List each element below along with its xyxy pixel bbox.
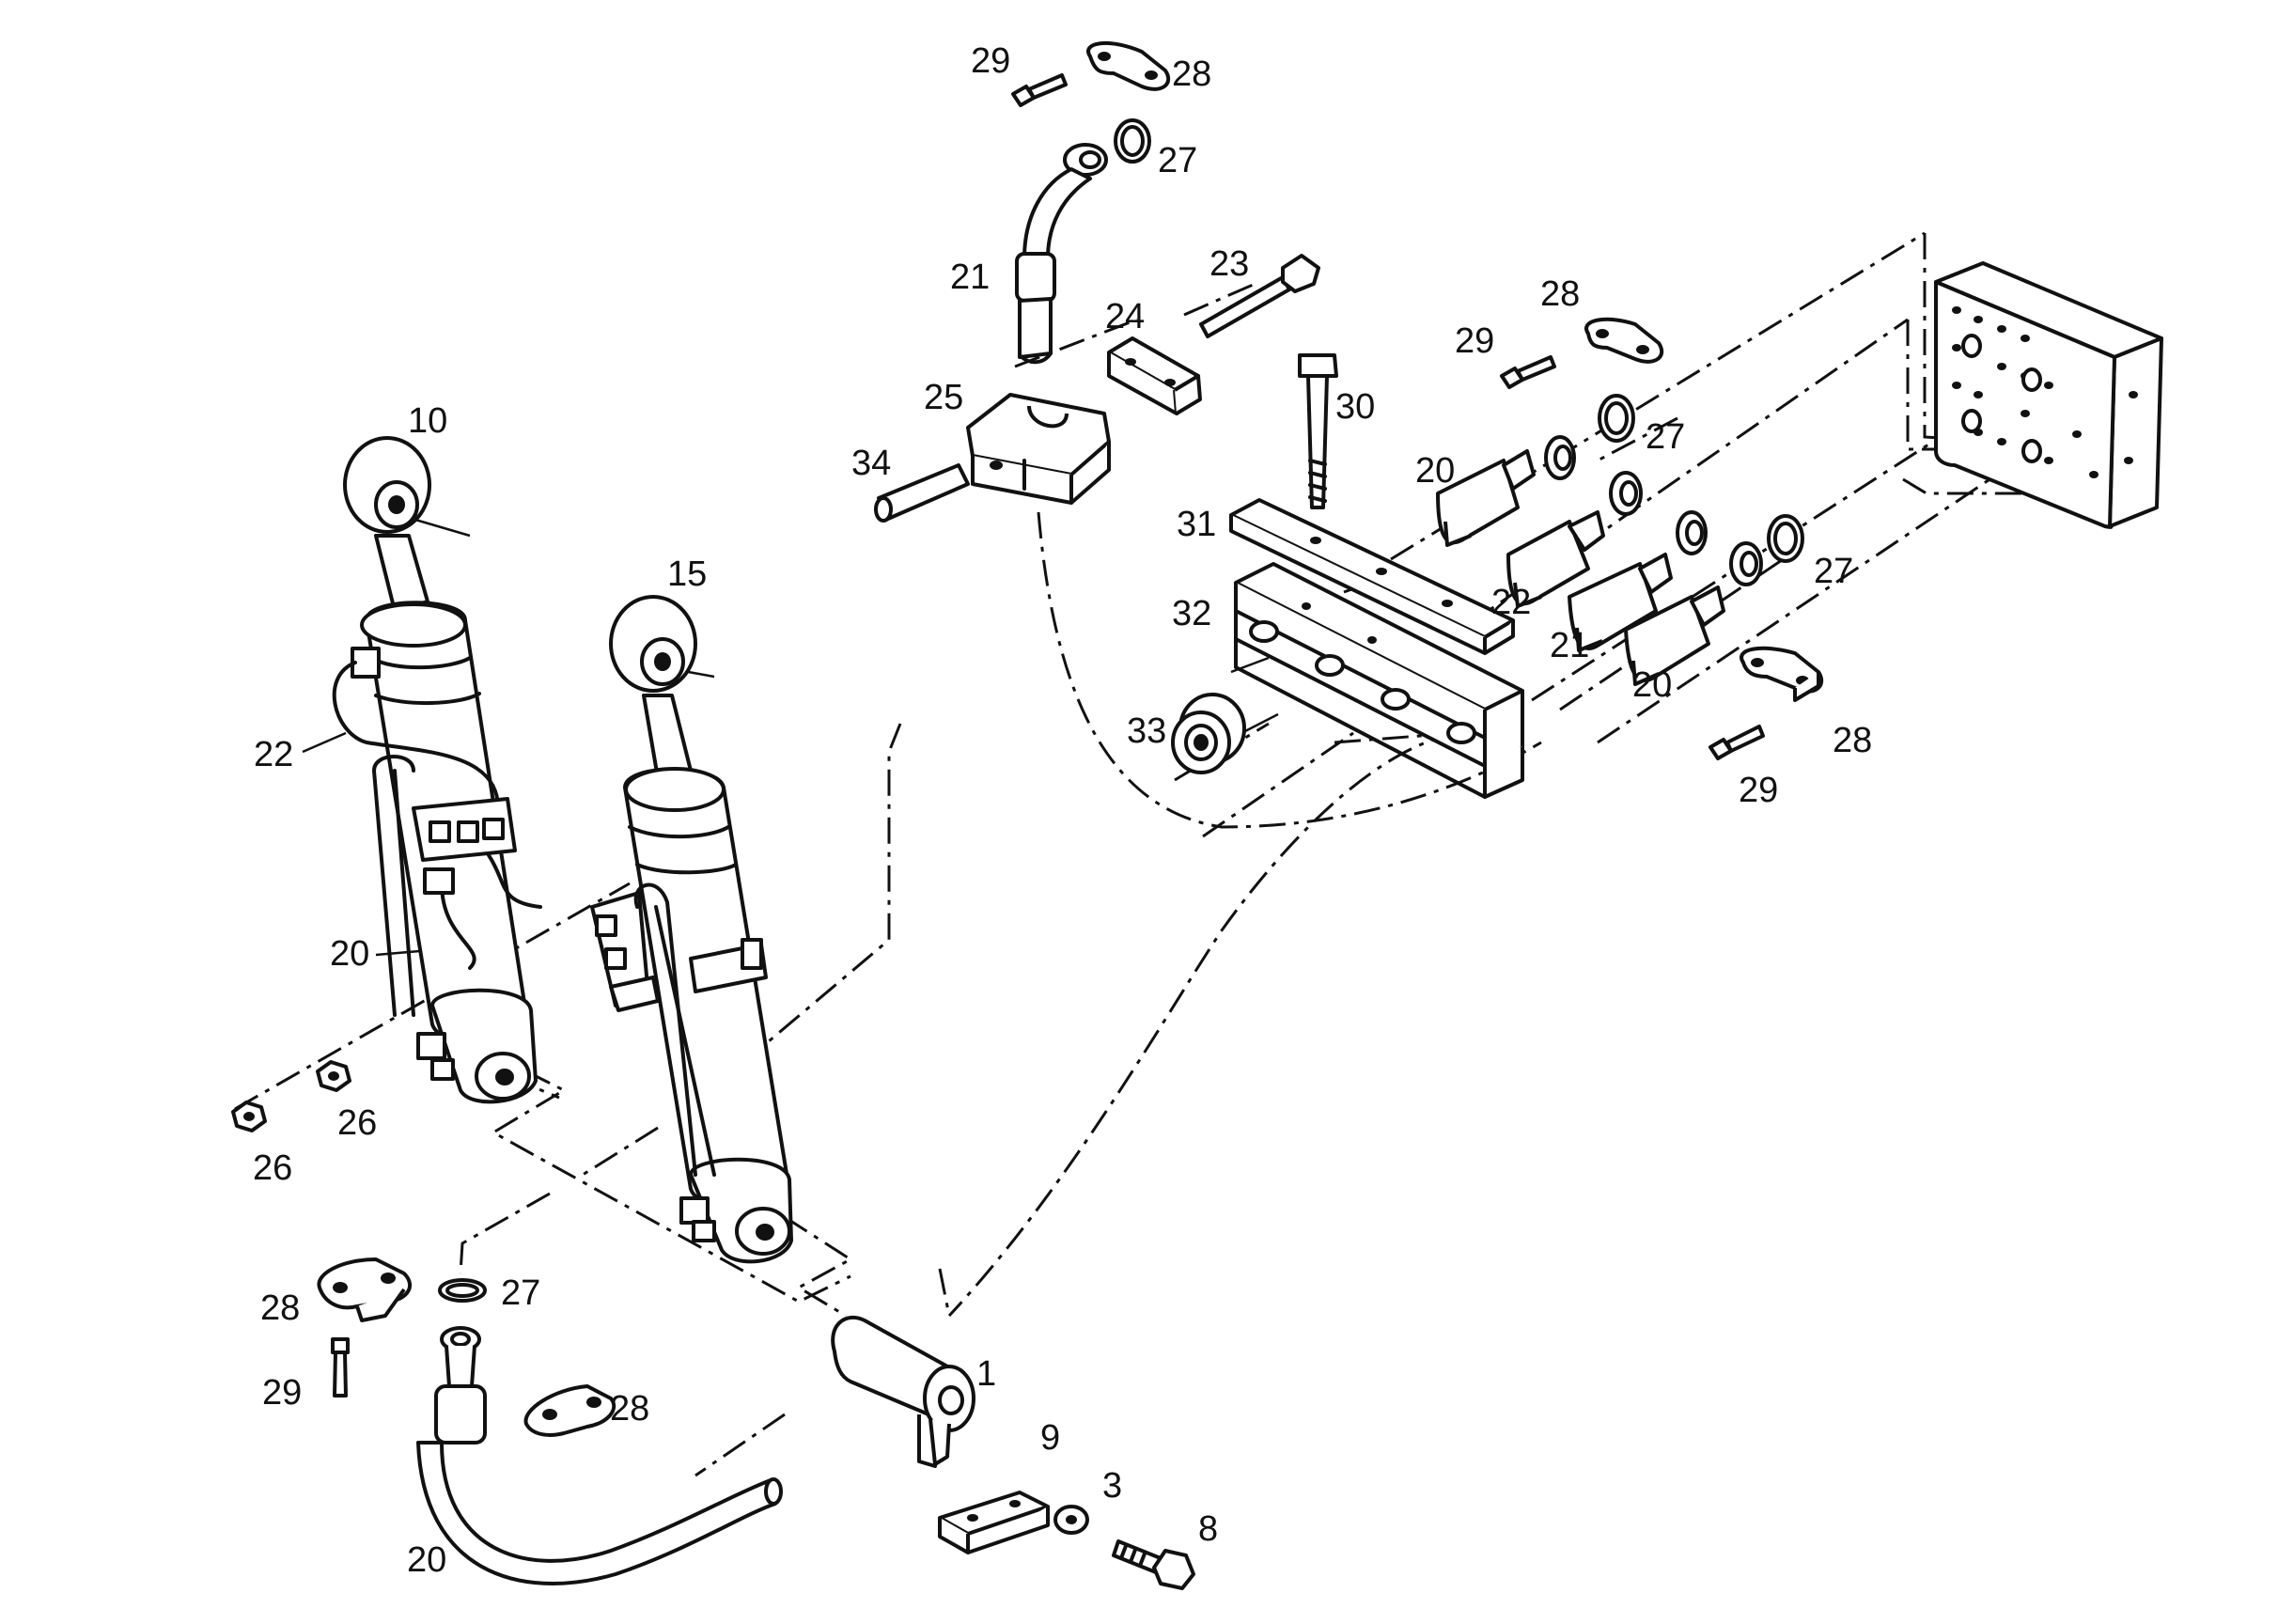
pin-1	[831, 1315, 975, 1468]
callout-1: 1	[976, 1354, 996, 1394]
bolt-29-lower-left	[331, 1337, 350, 1398]
grommet-33	[1171, 693, 1246, 774]
callout-29-lower-left: 29	[262, 1373, 302, 1413]
plate-24	[1107, 336, 1202, 415]
callout-10: 10	[408, 401, 447, 441]
callout-15: 15	[667, 554, 707, 594]
callout-21-right: 21	[1550, 626, 1589, 665]
callout-27-lower: 27	[501, 1273, 540, 1313]
callout-25: 25	[924, 378, 963, 417]
callout-8: 8	[1198, 1509, 1218, 1549]
callout-22-left: 22	[254, 735, 293, 774]
callout-23: 23	[1209, 244, 1249, 284]
o-ring-27-right-upper	[1598, 394, 1635, 443]
callout-9: 9	[1040, 1418, 1060, 1458]
callout-26-upper: 26	[337, 1103, 377, 1143]
plate-9	[938, 1491, 1050, 1554]
fitting-20-upper	[1436, 435, 1576, 547]
hose-21	[1015, 143, 1108, 365]
callout-30: 30	[1335, 387, 1375, 427]
callout-20-hose-lower: 20	[407, 1540, 446, 1580]
callout-27-right-lower: 27	[1814, 552, 1853, 591]
bolt-29-top	[1011, 73, 1068, 107]
o-ring-27-top	[1114, 118, 1151, 164]
flange-28-lower-left	[317, 1257, 413, 1322]
callout-28-lower-middle: 28	[610, 1389, 649, 1429]
pin-34	[874, 463, 970, 523]
bolt-8	[1112, 1539, 1195, 1590]
callout-28-lower-left: 28	[260, 1288, 300, 1328]
callout-34: 34	[851, 444, 891, 483]
callout-20-right-lower: 20	[1632, 665, 1672, 705]
callout-28-right-upper: 28	[1540, 274, 1580, 314]
callout-20-left: 20	[330, 934, 369, 974]
callout-27-top: 27	[1158, 141, 1197, 180]
callout-31: 31	[1177, 505, 1216, 544]
fitting-22-right	[1506, 471, 1643, 608]
hose-20-lower	[416, 1326, 783, 1585]
callout-20-right-upper: 20	[1415, 451, 1455, 491]
flange-28-right-upper	[1584, 317, 1664, 364]
hydraulic-cylinder-10	[332, 436, 542, 1104]
callout-29-top: 29	[971, 41, 1010, 81]
o-ring-27-lower	[438, 1278, 487, 1303]
nut-26-upper	[316, 1060, 351, 1092]
callout-26-lower: 26	[253, 1148, 292, 1188]
callout-28-top: 28	[1172, 55, 1211, 94]
flange-28-lower-middle	[523, 1384, 616, 1437]
plate-31	[1229, 498, 1515, 655]
washer-3	[1053, 1505, 1089, 1535]
nut-26-lower	[231, 1101, 267, 1132]
bolt-30	[1298, 353, 1338, 509]
block-32	[1234, 562, 1524, 799]
callout-21-hose: 21	[950, 258, 990, 297]
callout-24: 24	[1105, 297, 1145, 336]
fitting-21-right	[1568, 510, 1708, 652]
callout-29-right-lower: 29	[1739, 771, 1778, 810]
bolt-29-right-lower	[1708, 725, 1765, 760]
callout-3: 3	[1102, 1466, 1122, 1506]
callout-numbers: 29 28 27 21 23 24 25 28 29 30 27 10 34 2…	[253, 41, 1872, 1580]
callout-29-right-upper: 29	[1455, 321, 1494, 361]
bolt-23	[1199, 254, 1320, 338]
bolt-29-right-upper	[1500, 355, 1556, 389]
callout-22-right: 22	[1491, 583, 1531, 622]
o-ring-27-right-lower	[1767, 514, 1804, 563]
hydraulic-cylinder-15	[590, 595, 793, 1264]
valve-block	[1934, 261, 2163, 529]
callout-28-right-lower: 28	[1833, 721, 1872, 760]
flange-28-top	[1086, 40, 1171, 91]
flange-28-right-lower	[1740, 646, 1824, 702]
callout-32: 32	[1172, 594, 1211, 633]
callout-33: 33	[1127, 711, 1166, 751]
clamp-25	[966, 393, 1111, 505]
callout-27-right-upper: 27	[1646, 417, 1685, 457]
fitting-20-lower	[1624, 541, 1763, 686]
